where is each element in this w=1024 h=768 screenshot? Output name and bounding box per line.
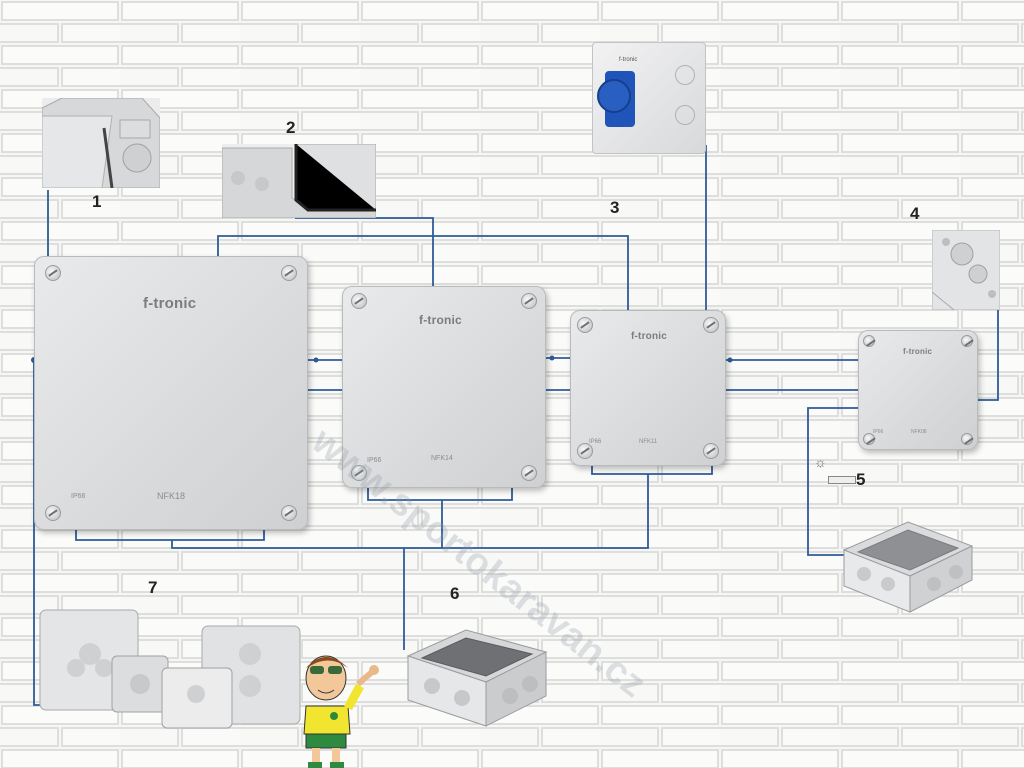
detail-photo-knockouts: [932, 230, 1000, 310]
brand-label: f-tronic: [903, 347, 933, 356]
screw-icon: [703, 317, 719, 333]
junction-box-nfk18: f-tronic IP66 NFK18: [34, 256, 308, 530]
screw-icon: [521, 465, 537, 481]
screw-icon: [577, 317, 593, 333]
callout-4: 4: [910, 204, 920, 223]
screw-icon: [863, 335, 875, 347]
socket-face: [597, 79, 631, 113]
knockout-icon: [675, 65, 695, 85]
screw-icon: [45, 265, 61, 281]
junction-box-range-photo: [39, 609, 301, 729]
wire-end-icon: [828, 476, 856, 484]
model-label: NFK11: [639, 439, 658, 445]
boy-mascot-illustration: [303, 655, 379, 768]
screw-icon: [281, 265, 297, 281]
callout-1: 1: [92, 192, 102, 211]
screw-icon: [961, 433, 973, 445]
rating-label: IP66: [589, 439, 602, 445]
nfk11-bottom: [591, 466, 713, 475]
junction-box-nfk14: f-tronic IP66 NFK14: [342, 286, 546, 488]
screw-icon: [961, 335, 973, 347]
rating-label: IP66: [873, 429, 884, 435]
screw-icon: [351, 465, 367, 481]
detail-photo-seal-section: [222, 144, 376, 218]
link-item-5: [807, 407, 858, 556]
callout-6: 6: [450, 584, 460, 603]
nfk14-bottom: [367, 488, 513, 501]
callout-7: 7: [148, 578, 158, 597]
rating-label: IP66: [71, 493, 86, 500]
brand-label: f-tronic: [419, 313, 462, 327]
model-label: NFK14: [431, 455, 453, 462]
junction-box-nfk08: f-tronic IP66 NFK08: [858, 330, 978, 450]
screw-icon: [351, 293, 367, 309]
callout-5: 5: [856, 470, 866, 489]
open-junction-box-small: [842, 521, 974, 613]
screw-icon: [703, 443, 719, 459]
detail-photo-seal-corner: [42, 98, 160, 188]
screw-icon: [521, 293, 537, 309]
screw-icon: [577, 443, 593, 459]
bottom-bus: [171, 474, 649, 549]
knockout-icon: [675, 105, 695, 125]
screw-icon: [45, 505, 61, 521]
loop-top-2: [295, 217, 434, 306]
rating-label: IP66: [367, 457, 382, 464]
screw-icon: [863, 433, 875, 445]
brand-label: f-tronic: [631, 331, 668, 342]
model-label: NFK08: [911, 429, 927, 435]
bulb-icon: ☼: [814, 454, 827, 470]
model-label: NFK18: [157, 491, 186, 501]
callout-3: 3: [610, 198, 620, 217]
socket-box-photo: f-tronic: [592, 42, 706, 154]
open-junction-box-medium: [406, 629, 548, 727]
screw-icon: [281, 505, 297, 521]
brand-label: f-tronic: [143, 295, 197, 312]
junction-box-nfk11: f-tronic IP66 NFK11: [570, 310, 726, 466]
callout-2: 2: [286, 118, 296, 137]
nfk18-bottom: [75, 530, 265, 541]
socket-brand-label: f-tronic: [619, 57, 638, 63]
